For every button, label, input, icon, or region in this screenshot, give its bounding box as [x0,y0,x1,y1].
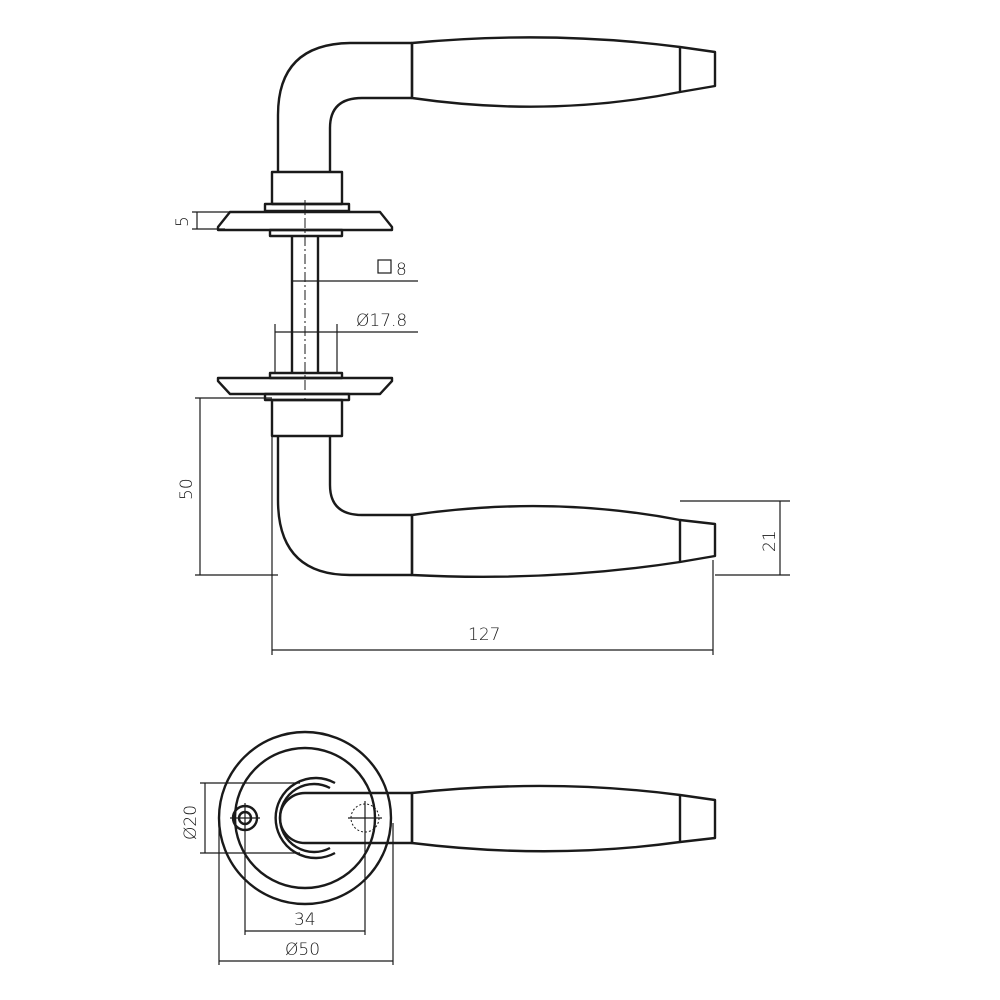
dim-label-o50: Ø50 [285,940,320,960]
upper-lever [216,36,717,238]
dim-length-127: 127 [271,436,714,655]
dim-rose-thickness: 5 [173,211,230,230]
dim-label-17-8: Ø17.8 [356,311,407,331]
dim-spacing-34: 34 [244,833,366,935]
dim-collar-diameter: Ø17.8 [274,311,418,372]
lower-lever [216,371,717,578]
dim-label-o20: Ø20 [181,805,201,840]
dim-label-50: 50 [177,478,197,500]
dim-spindle-square: 8 [292,259,418,282]
spindle [290,200,320,400]
dim-label-21: 21 [760,530,780,552]
dim-label-8: 8 [396,260,407,280]
dim-neck-20: Ø20 [181,782,300,854]
dim-height-50: 50 [177,397,278,576]
dim-label-5: 5 [173,216,193,227]
dim-label-34: 34 [294,910,316,930]
front-view [217,730,717,906]
dim-grip-21: 21 [680,500,790,576]
dim-label-127: 127 [468,625,500,645]
dim-rose-50: Ø50 [218,818,394,965]
